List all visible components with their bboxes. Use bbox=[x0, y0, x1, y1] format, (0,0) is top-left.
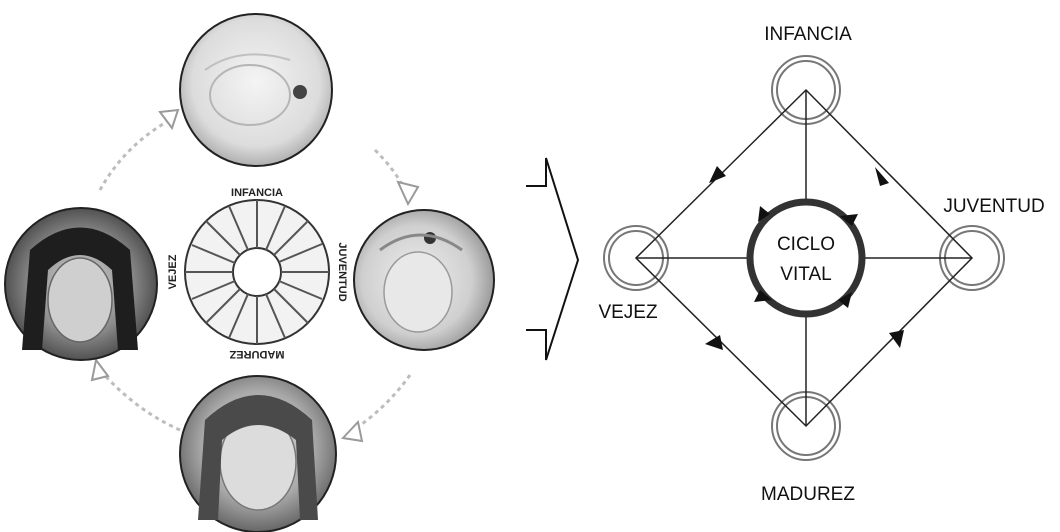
photo-vejez bbox=[5, 208, 157, 360]
arrow-infancia-juventud bbox=[875, 167, 889, 186]
photo-cycle-panel: INFANCIA JUVENTUD MADUREZ VEJEZ bbox=[5, 14, 494, 532]
arrow-madurez-to-vejez bbox=[100, 370, 180, 430]
arrow-madurez-vejez bbox=[705, 335, 723, 350]
arrowhead-2 bbox=[343, 422, 362, 441]
node-label-infancia: INFANCIA bbox=[764, 24, 852, 45]
wheel-label-vejez: VEJEZ bbox=[167, 254, 179, 289]
center-label-line2: VITAL bbox=[780, 264, 831, 285]
photo-juventud bbox=[354, 210, 494, 350]
life-cycle-diagram: CICLO VITAL INFANCIA JUVENTUD MADUREZ VE… bbox=[598, 24, 1044, 505]
node-label-vejez: VEJEZ bbox=[598, 302, 658, 323]
node-label-madurez: MADUREZ bbox=[761, 484, 855, 505]
wheel-label-madurez: MADUREZ bbox=[229, 348, 284, 360]
stages-wheel: INFANCIA JUVENTUD MADUREZ VEJEZ bbox=[167, 187, 348, 360]
wheel-label-juventud: JUVENTUD bbox=[336, 242, 348, 301]
center-ring-arrows bbox=[754, 206, 858, 308]
center-label-line1: CICLO bbox=[777, 234, 835, 255]
big-transition-arrow bbox=[526, 158, 578, 360]
diamond-lines bbox=[636, 90, 972, 426]
arrow-vejez-infancia bbox=[709, 166, 726, 183]
photo-madurez bbox=[180, 376, 336, 532]
wheel-inner bbox=[233, 248, 281, 296]
photo-infancia bbox=[180, 14, 332, 166]
node-label-juventud: JUVENTUD bbox=[943, 196, 1044, 217]
arrowhead-1 bbox=[398, 182, 418, 204]
wheel-label-infancia: INFANCIA bbox=[231, 187, 283, 199]
arrow-vejez-to-infancia bbox=[100, 120, 170, 190]
arrowhead-3 bbox=[92, 360, 108, 380]
